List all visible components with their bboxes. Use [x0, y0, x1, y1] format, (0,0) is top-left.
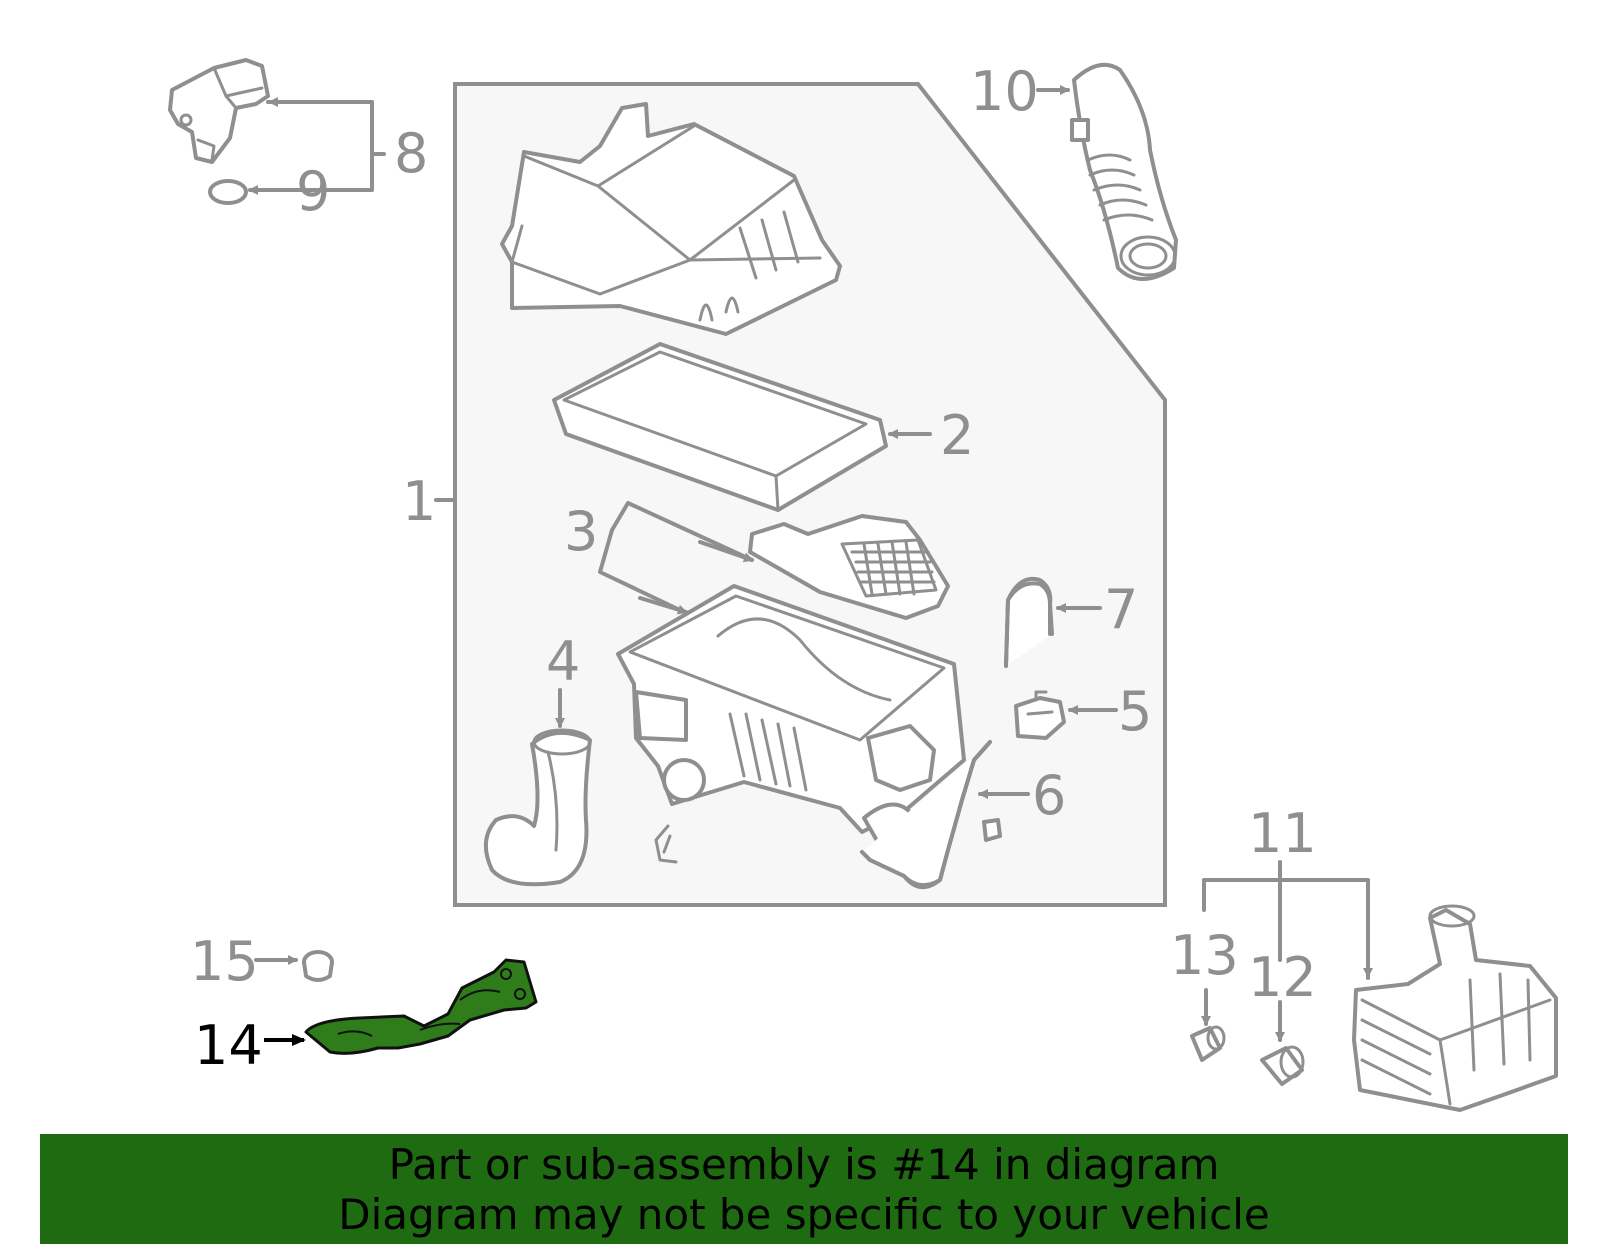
part-1-lower-housing[interactable]: [616, 584, 966, 849]
callout-2: 2: [940, 404, 974, 467]
clip: [654, 824, 678, 864]
part-3-insert[interactable]: [748, 514, 950, 620]
part-4-duct[interactable]: [484, 728, 592, 887]
callout-9: 9: [296, 160, 330, 223]
part-13-grommet[interactable]: [1190, 1025, 1226, 1062]
leader-3: [598, 501, 754, 614]
callout-1: 1: [402, 470, 436, 533]
banner-line-2: Diagram may not be specific to your vehi…: [338, 1190, 1270, 1239]
callout-11: 11: [1248, 802, 1317, 865]
part-10-hose[interactable]: [1070, 62, 1178, 281]
part-8-sensor[interactable]: [168, 58, 270, 164]
part-11-assembly[interactable]: [1352, 904, 1558, 1112]
callout-13: 13: [1170, 924, 1239, 987]
callout-12: 12: [1248, 946, 1317, 1009]
part-9-oring[interactable]: [208, 179, 248, 205]
callout-10: 10: [970, 60, 1039, 123]
part-6-hose[interactable]: [860, 740, 1002, 889]
callout-14: 14: [194, 1014, 263, 1077]
part-14-bracket[interactable]: [304, 958, 538, 1055]
part-12-grommet[interactable]: [1260, 1045, 1305, 1086]
callout-5: 5: [1118, 680, 1152, 743]
callout-4: 4: [546, 630, 580, 693]
callout-3: 3: [564, 500, 598, 563]
callout-7: 7: [1104, 578, 1138, 641]
banner-line-1: Part or sub-assembly is #14 in diagram: [388, 1140, 1220, 1189]
leader-11: [1202, 860, 1370, 980]
part-1-top-cover[interactable]: [500, 102, 842, 336]
callout-6: 6: [1032, 764, 1066, 827]
callout-8: 8: [394, 122, 428, 185]
part-2-filter[interactable]: [552, 342, 888, 512]
part-5-valve[interactable]: [1014, 690, 1066, 740]
part-15-clip[interactable]: [302, 950, 334, 982]
callout-15: 15: [190, 930, 259, 993]
info-banner: Part or sub-assembly is #14 in diagram D…: [40, 1134, 1568, 1244]
